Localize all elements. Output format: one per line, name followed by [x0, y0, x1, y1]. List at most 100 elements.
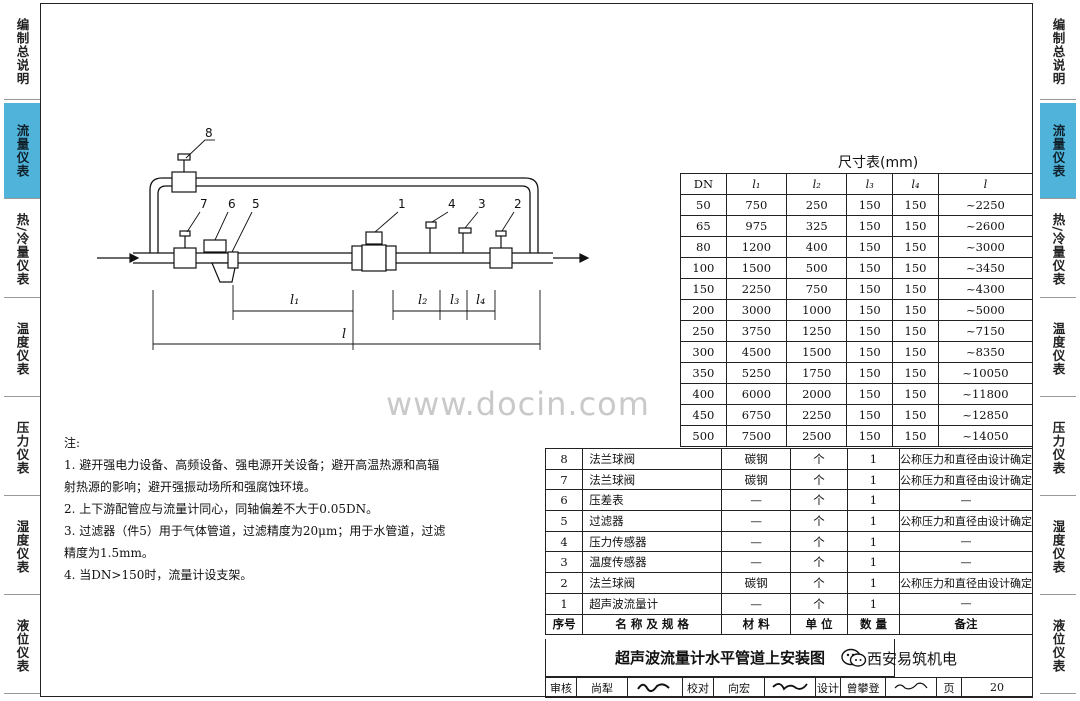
dim-cell: 150: [846, 257, 894, 279]
tab-label: 压力仪表: [1050, 420, 1066, 475]
dim-cell: 80: [680, 236, 727, 258]
dim-cell: 3000: [725, 299, 788, 321]
tab-item[interactable]: 流量仪表: [4, 103, 40, 199]
dim-l4: l₄: [476, 293, 485, 308]
page-number: 20: [961, 677, 1033, 698]
dim-cell: ~11800: [937, 383, 1034, 405]
drawing-frame: [40, 3, 1033, 697]
dim-l3: l₃: [450, 293, 459, 308]
dim-cell: 350: [680, 362, 727, 384]
tab-item[interactable]: 流量仪表: [1040, 103, 1076, 199]
dim-header-cell: l₄: [892, 173, 939, 195]
parts-cell: 碳钢: [721, 448, 792, 470]
valve-7: [173, 247, 197, 269]
callout-7: 7: [200, 197, 208, 211]
parts-cell: 个: [790, 572, 848, 594]
parts-cell: —: [899, 489, 1033, 512]
dim-cell: 200: [680, 299, 727, 321]
parts-cell: 法兰球阀: [582, 572, 723, 594]
dim-cell: 750: [725, 194, 788, 216]
dim-cell: 150: [892, 257, 939, 279]
note-line: 精度为1.5mm。: [64, 546, 154, 560]
tab-item[interactable]: 编制总说明: [4, 4, 40, 100]
dim-cell: 2000: [786, 383, 848, 405]
drawing-title: 超声波流量计水平管道上安装图: [545, 639, 895, 677]
parts-cell: 1: [846, 468, 901, 491]
parts-cell: 1: [846, 572, 901, 594]
parts-cell: —: [721, 489, 792, 512]
dim-cell: 500: [680, 425, 727, 447]
dim-cell: 150: [892, 404, 939, 426]
parts-cell: 法兰球阀: [582, 468, 723, 491]
dim-cell: 250: [786, 194, 848, 216]
parts-cell: 1: [846, 489, 901, 512]
parts-cell: 压力传感器: [582, 530, 723, 553]
note-line: 1. 避开强电力设备、高频设备、强电源开关设备；避开高温热源和高辐: [64, 458, 440, 472]
parts-cell: 1: [846, 510, 901, 532]
parts-cell: —: [721, 510, 792, 532]
dim-cell: 50: [680, 194, 727, 216]
parts-cell: 公称压力和直径由设计确定: [899, 510, 1033, 532]
wechat-icon: [841, 648, 867, 667]
dim-cell: 150: [846, 236, 894, 258]
parts-cell: 公称压力和直径由设计确定: [899, 572, 1033, 594]
parts-cell: 个: [790, 510, 848, 532]
dim-cell: 1000: [786, 299, 848, 321]
parts-cell: —: [721, 530, 792, 553]
tab-item[interactable]: 温度仪表: [1040, 301, 1076, 397]
tab-item[interactable]: 温度仪表: [4, 301, 40, 397]
parts-cell: 1: [544, 592, 584, 615]
dim-cell: 6000: [725, 383, 788, 405]
parts-header-cell: 序号: [544, 613, 584, 636]
parts-cell: 个: [790, 489, 848, 512]
parts-header-cell: 数 量: [846, 613, 901, 636]
parts-cell: 4: [544, 530, 584, 553]
parts-cell: 1: [846, 592, 901, 615]
callout-8: 8: [205, 126, 213, 140]
dim-cell: ~2600: [937, 215, 1034, 237]
tab-item[interactable]: 编制总说明: [1040, 4, 1076, 100]
valve-2: [489, 247, 513, 269]
dim-cell: 3750: [725, 320, 788, 342]
tab-label: 湿度仪表: [14, 519, 30, 574]
dim-cell: 150: [892, 215, 939, 237]
callout-6: 6: [228, 197, 236, 211]
dim-cell: ~3450: [937, 257, 1034, 279]
dim-cell: 150: [892, 425, 939, 447]
tab-item[interactable]: 液位仪表: [4, 598, 40, 694]
dim-cell: 150: [846, 320, 894, 342]
tab-label: 液位仪表: [14, 618, 30, 673]
dim-cell: 300: [680, 341, 727, 363]
dim-cell: 450: [680, 404, 727, 426]
tab-item[interactable]: 湿度仪表: [4, 499, 40, 595]
tab-item[interactable]: 压力仪表: [1040, 400, 1076, 496]
note-line: 2. 上下游配管应与流量计同心，同轴偏差不大于0.05DN。: [64, 502, 379, 516]
tab-label: 流量仪表: [1050, 123, 1066, 178]
callout-5: 5: [252, 197, 260, 211]
diff-pressure-gauge-6: [203, 239, 227, 253]
callout-3: 3: [478, 197, 486, 211]
parts-cell: 温度传感器: [582, 551, 723, 574]
tab-item[interactable]: 湿度仪表: [1040, 499, 1076, 595]
parts-header-cell: 名 称 及 规 格: [582, 613, 723, 636]
tab-item[interactable]: 压力仪表: [4, 400, 40, 496]
sign-row: 审核 尚犁 校对 向宏 设计 曾攀登 页 20: [545, 677, 1033, 698]
dim-cell: 150: [846, 278, 894, 300]
tab-label: 湿度仪表: [1050, 519, 1066, 574]
parts-cell: 个: [790, 551, 848, 574]
tab-item[interactable]: 热/冷量仪表: [1040, 202, 1076, 298]
dim-cell: ~12850: [937, 404, 1034, 426]
dim-cell: 150: [892, 236, 939, 258]
parts-cell: 公称压力和直径由设计确定: [899, 448, 1033, 470]
tab-item[interactable]: 液位仪表: [1040, 598, 1076, 694]
dim-l1: l₁: [290, 293, 299, 308]
parts-cell: 1: [846, 551, 901, 574]
parts-header-cell: 单 位: [790, 613, 848, 636]
tab-item[interactable]: 热/冷量仪表: [4, 202, 40, 298]
parts-cell: —: [721, 551, 792, 574]
notes: 注: 1. 避开强电力设备、高频设备、强电源开关设备；避开高温热源和高辐 射热源…: [64, 432, 445, 586]
dim-cell: 150: [846, 215, 894, 237]
dim-cell: ~7150: [937, 320, 1034, 342]
